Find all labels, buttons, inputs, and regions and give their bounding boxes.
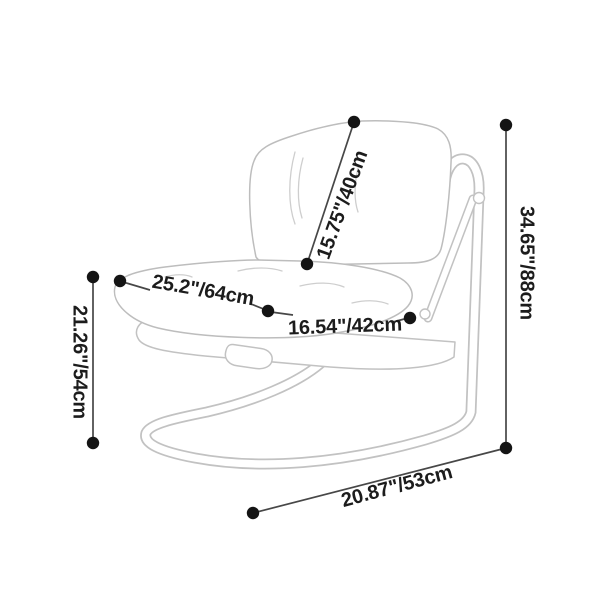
chair-side-brace (423, 194, 478, 323)
dimension-line-base-depth (252, 447, 507, 514)
marker-dot (86, 270, 100, 284)
chair-frame-tube (140, 153, 485, 470)
marker-dot (86, 436, 100, 450)
dimension-marker-dots (86, 115, 513, 520)
marker-dot (499, 441, 513, 455)
dimension-lines (92, 121, 507, 514)
marker-dot (113, 274, 127, 288)
dimension-line-backrest-length (306, 121, 355, 265)
chair-seat-cushion (113, 259, 413, 339)
chair-crossbar-cylinder (224, 343, 273, 370)
marker-dot (347, 115, 361, 129)
chair-drawing (113, 120, 486, 470)
marker-dot (300, 257, 314, 271)
marker-dot (246, 506, 260, 520)
chair-backrest-cushion (248, 120, 452, 266)
marker-dot (499, 118, 513, 132)
frame-bolt-top (472, 191, 486, 205)
marker-dot (403, 311, 417, 325)
frame-bolt-bottom (419, 308, 431, 320)
cushion-crease-lines (164, 151, 389, 305)
marker-dot (261, 304, 275, 318)
